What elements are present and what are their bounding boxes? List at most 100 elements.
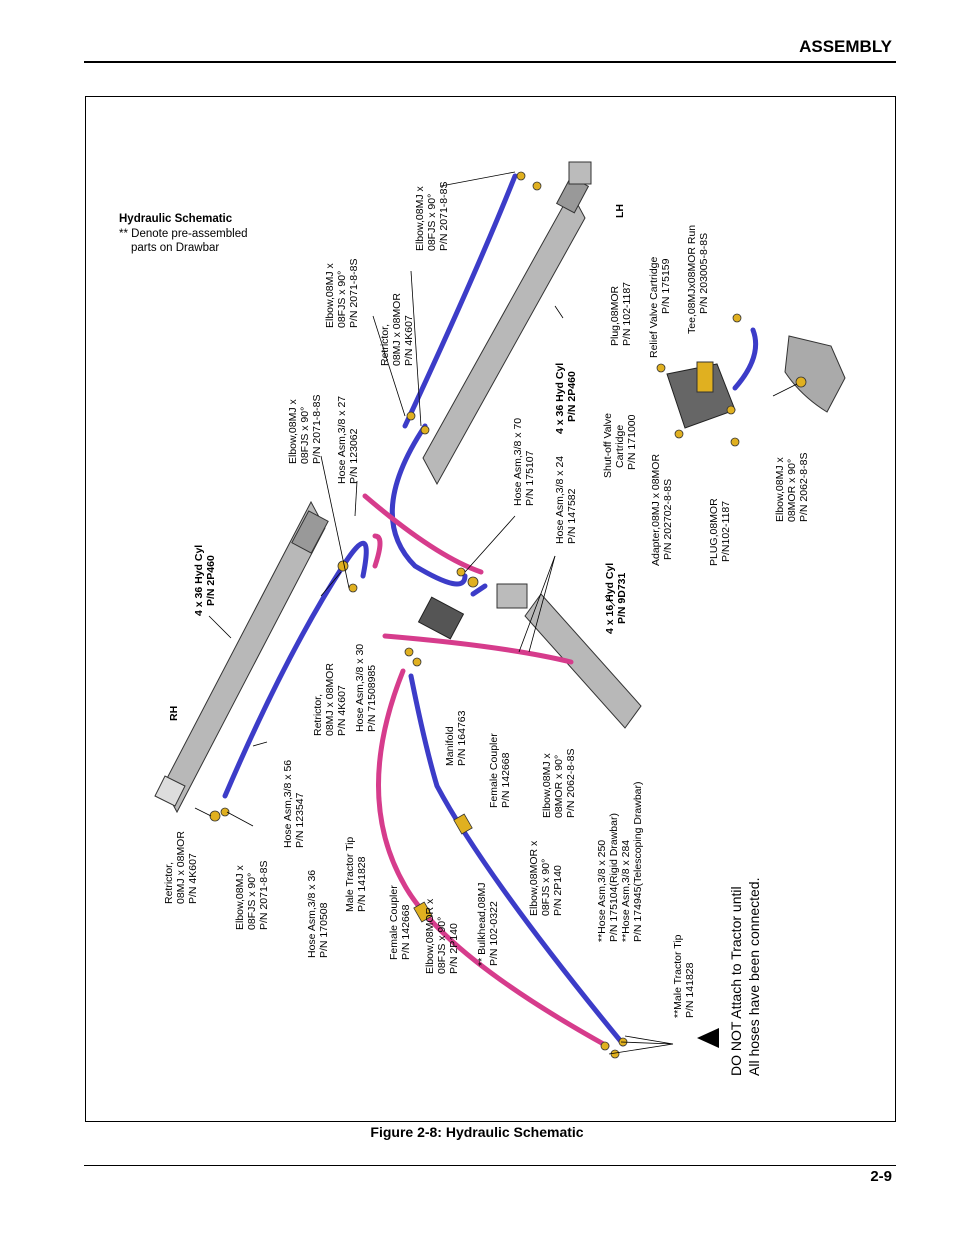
svg-text:Hose Asm,3/8 x 24: Hose Asm,3/8 x 24 [554, 456, 566, 544]
svg-text:P/N 2071-8-8S: P/N 2071-8-8S [311, 395, 323, 464]
label-male-tip-right: **Male Tractor Tip P/N 141828 [672, 934, 696, 1018]
svg-text:08MJ x 08MOR: 08MJ x 08MOR [324, 663, 336, 736]
svg-text:**Hose Asm,3/8 x 284: **Hose Asm,3/8 x 284 [620, 840, 632, 942]
rotated-labels: RH LH 4 x 36 Hyd Cyl P/N 2P460 4 x 36 Hy… [163, 182, 810, 1018]
svg-text:P/N 102-0322: P/N 102-0322 [488, 901, 500, 966]
hydraulic-schematic-drawing: RH LH 4 x 36 Hyd Cyl P/N 2P460 4 x 36 Hy… [154, 161, 846, 1076]
label-hose-56: Hose Asm,3/8 x 56 P/N 123547 [282, 760, 306, 848]
legend-title: Hydraulic Schematic [119, 213, 233, 225]
svg-text:Adapter,08MJ x 08MOR: Adapter,08MJ x 08MOR [650, 454, 662, 566]
label-elbow-upper-a: Elbow,08MJ x 08FJS x 90° P/N 2071-8-8S [287, 395, 323, 464]
svg-text:P/N 2P460: P/N 2P460 [205, 555, 217, 606]
svg-text:P/N 203005-8-8S: P/N 203005-8-8S [698, 233, 710, 314]
label-hose-30: Hose Asm,3/8 x 30 P/N 71508985 [354, 644, 378, 732]
svg-text:Elbow,08MJ x: Elbow,08MJ x [414, 185, 426, 251]
svg-text:P/N 147582: P/N 147582 [566, 488, 578, 544]
svg-text:Retrictor,: Retrictor, [163, 862, 175, 904]
svg-text:Female Coupler: Female Coupler [388, 885, 400, 960]
label-retrictor-mid: Retrictor, 08MJ x 08MOR P/N 4K607 [312, 663, 348, 736]
svg-text:08MJ x 08MOR: 08MJ x 08MOR [391, 293, 403, 366]
label-hose-70: Hose Asm,3/8 x 70 P/N 175107 [512, 418, 536, 506]
svg-text:Elbow,08MJ x: Elbow,08MJ x [234, 864, 246, 930]
label-elbow-upper-c: Elbow,08MJ x 08FJS x 90° P/N 2071-8-8S [414, 182, 450, 251]
svg-text:Hose Asm,3/8 x 56: Hose Asm,3/8 x 56 [282, 760, 294, 848]
label-elbow-right: Elbow,08MJ x 08MOR x 90° P/N 2062-8-8S [774, 453, 810, 522]
svg-text:P/N 9D731: P/N 9D731 [616, 572, 628, 624]
svg-text:Retrictor,: Retrictor, [312, 694, 324, 736]
svg-text:!: ! [706, 1035, 718, 1039]
svg-text:4 x 16 Hyd Cyl: 4 x 16 Hyd Cyl [604, 563, 616, 634]
svg-text:P/N 2071-8-8S: P/N 2071-8-8S [258, 861, 270, 930]
label-female-coupler-mid: Female Coupler P/N 142668 [488, 733, 512, 808]
manifold-main [417, 596, 465, 640]
svg-text:P/N 2062-8-8S: P/N 2062-8-8S [798, 453, 810, 522]
svg-text:P/N 202702-8-8S: P/N 202702-8-8S [662, 479, 674, 560]
svg-text:08FJS x 90°: 08FJS x 90° [426, 194, 438, 251]
svg-text:08FJS x 90°: 08FJS x 90° [246, 873, 258, 930]
svg-text:P/N 4K607: P/N 4K607 [187, 853, 199, 904]
svg-text:4 x 36 Hyd Cyl: 4 x 36 Hyd Cyl [554, 363, 566, 434]
svg-text:P/N 170508: P/N 170508 [318, 902, 330, 958]
svg-text:4 x 36 Hyd Cyl: 4 x 36 Hyd Cyl [193, 545, 205, 616]
label-elbow-upper-b: Elbow,08MJ x 08FJS x 90° P/N 2071-8-8S [324, 259, 360, 328]
svg-text:P/N 141828: P/N 141828 [356, 856, 368, 912]
label-female-coupler-left: Female Coupler P/N 142668 [388, 885, 412, 960]
svg-text:P/N 175107: P/N 175107 [524, 450, 536, 506]
fittings [209, 171, 807, 1059]
svg-text:Elbow,08MJ x: Elbow,08MJ x [541, 752, 553, 818]
svg-text:PLUG,08MOR: PLUG,08MOR [708, 498, 720, 566]
label-retrictor-upper: Retrictor, 08MJ x 08MOR P/N 4K607 [379, 293, 415, 366]
svg-text:Hose Asm,3/8 x 30: Hose Asm,3/8 x 30 [354, 644, 366, 732]
svg-text:Plug,08MOR: Plug,08MOR [609, 285, 621, 346]
label-hose-36: Hose Asm,3/8 x 36 P/N 170508 [306, 870, 330, 958]
svg-text:08FJS x 90°: 08FJS x 90° [299, 407, 311, 464]
label-elbow-left: Elbow,08MJ x 08FJS x 90° P/N 2071-8-8S [234, 861, 270, 930]
svg-text:Manifold: Manifold [444, 726, 456, 766]
svg-text:P/N 174945(Telescoping Drawbar: P/N 174945(Telescoping Drawbar) [632, 782, 644, 943]
svg-text:P/N 164763: P/N 164763 [456, 710, 468, 766]
svg-text:Hose Asm,3/8 x 27: Hose Asm,3/8 x 27 [336, 396, 348, 484]
svg-text:Relief Valve Cartridge: Relief Valve Cartridge [648, 256, 660, 358]
section-title: ASSEMBLY [799, 37, 892, 56]
label-hose-24: Hose Asm,3/8 x 24 P/N 147582 [554, 456, 578, 544]
leader-lines [194, 171, 798, 1055]
svg-text:P/N 123062: P/N 123062 [348, 428, 360, 484]
label-elbow-90-mid: Elbow,08MJ x 08MOR x 90° P/N 2062-8-8S [541, 749, 577, 818]
warning-line2: All hoses have been connected. [746, 878, 762, 1076]
svg-text:**Male Tractor Tip: **Male Tractor Tip [672, 934, 684, 1018]
svg-text:Elbow,08MJ x: Elbow,08MJ x [774, 456, 786, 522]
label-cyl-16: 4 x 16 Hyd Cyl P/N 9D731 [604, 563, 628, 634]
label-rh: RH [168, 706, 180, 721]
label-plug-upper: Plug,08MOR P/N 102-1187 [609, 282, 633, 346]
label-hose-250: **Hose Asm,3/8 x 250 P/N 175104(Rigid Dr… [596, 782, 644, 943]
lh-cylinder [422, 161, 592, 486]
svg-text:P/N 2P460: P/N 2P460 [566, 371, 578, 422]
warning-block: ! DO NOT Attach to Tractor until All hos… [697, 878, 762, 1076]
label-relief: Relief Valve Cartridge P/N 175159 [648, 256, 672, 358]
svg-text:P/N 102-1187: P/N 102-1187 [621, 282, 633, 346]
svg-text:Shut-off Valve: Shut-off Valve [602, 413, 614, 478]
svg-text:Elbow,08MJ x: Elbow,08MJ x [324, 262, 336, 328]
svg-text:08FJS x 90°: 08FJS x 90° [540, 859, 552, 916]
svg-text:**Hose Asm,3/8 x 250: **Hose Asm,3/8 x 250 [596, 840, 608, 942]
svg-text:Cartridge: Cartridge [614, 425, 626, 468]
svg-text:08MOR x 90°: 08MOR x 90° [553, 755, 565, 818]
label-elbow-fjs-mid: Elbow,08MOR x 08FJS x 90° P/N 2P140 [528, 840, 564, 916]
footer-rule [84, 1165, 896, 1166]
rh-cylinder [154, 500, 329, 814]
svg-text:Male Tractor Tip: Male Tractor Tip [344, 837, 356, 912]
figure-caption: Figure 2-8: Hydraulic Schematic [370, 1124, 584, 1140]
svg-text:P/N 2P140: P/N 2P140 [448, 923, 460, 974]
label-adapter: Adapter,08MJ x 08MOR P/N 202702-8-8S [650, 454, 674, 566]
label-cyl-lh: 4 x 36 Hyd Cyl P/N 2P460 [554, 363, 578, 434]
svg-text:P/N 141828: P/N 141828 [684, 962, 696, 1018]
svg-text:Elbow,08MOR x: Elbow,08MOR x [528, 840, 540, 916]
svg-text:P/N 2071-8-8S: P/N 2071-8-8S [348, 259, 360, 328]
label-hose-27: Hose Asm,3/8 x 27 P/N 123062 [336, 396, 360, 484]
svg-text:P/N102-1187: P/N102-1187 [720, 501, 732, 562]
header-rule [84, 61, 896, 63]
lift-arm [784, 335, 846, 413]
label-bulkhead: ** Bulkhead,08MJ P/N 102-0322 [476, 883, 500, 966]
svg-text:P/N 4K607: P/N 4K607 [336, 685, 348, 736]
svg-text:Female Coupler: Female Coupler [488, 733, 500, 808]
